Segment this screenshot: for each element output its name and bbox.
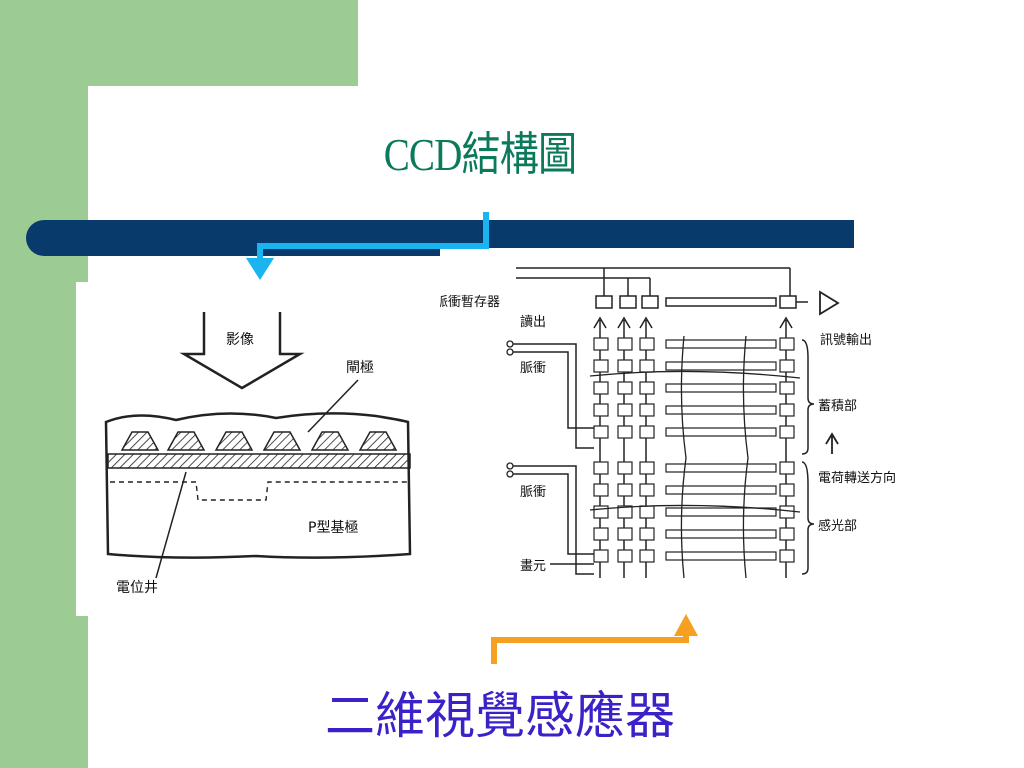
transfer-direction-label: 電荷轉送方向 [818,470,896,486]
pulse-label-top: 脈衝 [520,361,546,376]
storage-brace [801,339,815,455]
readout-label: 讀出 [520,315,546,330]
potential-well-label: 電位井 [116,580,158,596]
gate-label: 閘極 [346,360,374,376]
output-amplifier-icon [819,290,840,316]
substrate-label: P型基極 [308,519,358,536]
image-arrow-icon [179,312,305,390]
transfer-direction-arrow-icon [825,432,839,454]
signal-output-label: 訊號輸出 [820,333,872,348]
shift-register-label: 脈衝暫存器 [440,295,500,310]
ccd-sensor-array-diagram: 脈衝暫存器 讀出 訊號輸出 脈衝 脈衝 畫元 [440,248,940,614]
gate-electrodes [120,431,398,451]
left-accent-bar [0,0,88,768]
ccd-cross-section-diagram: 影像 閘極 P型基極 電位井 [76,282,424,616]
top-accent-block [88,0,358,86]
sensing-brace [801,461,815,575]
image-label: 影像 [226,332,254,348]
pixel-cell-grid [593,337,795,563]
pixel-label: 畫元 [520,559,546,574]
storage-label: 蓄積部 [818,399,857,414]
pulse-label-bottom: 脈衝 [520,485,546,500]
substrate-outline [104,412,412,559]
slide-caption: 二維視覺感應器 [325,687,675,745]
slide-title: CCD結構圖 [383,129,577,180]
sensing-label: 感光部 [818,518,857,534]
